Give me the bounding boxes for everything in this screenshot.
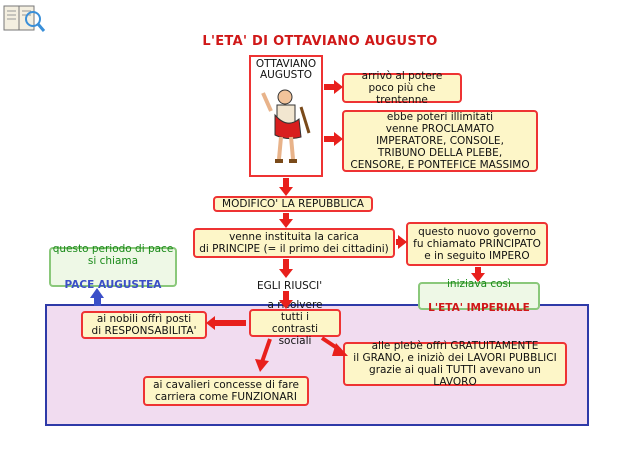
portrait-label: OTTAVIANO AUGUSTO [255,58,317,81]
box-arrivo-potere: arrivò al potere poco più che trentenne [342,70,462,106]
pace-name: PACE AUGUSTEA [64,279,162,291]
arrow-to-egli-riusci [279,259,293,278]
pace-text: questo periodo di pace si chiama [52,243,174,267]
book-icon[interactable] [2,2,46,34]
arrow-to-plebe-head [332,343,348,356]
arrow-to-contrasti [279,291,293,309]
box-carica-principe: venne instituita la carica di PRINCIPE (… [193,228,395,258]
arrow-to-pace [90,288,104,306]
box-nobili: ai nobili offrì posti di RESPONSABILITA' [81,311,207,339]
arrow-to-potere [324,80,343,94]
imperiale-name: L'ETA' IMPERIALE [428,302,530,314]
arrow-to-cavalieri-head [255,359,269,372]
arrow-to-imperiale [471,267,485,282]
box-poteri-illimitati: ebbe poteri illimitati venne PROCLAMATO … [342,110,538,172]
page-title: L'ETA' DI OTTAVIANO AUGUSTO [202,34,438,49]
arrow-to-poteri [324,132,343,146]
augustus-figure-icon [261,89,311,163]
box-cavalieri: ai cavalieri concesse di fare carriera c… [143,376,309,406]
arrow-to-repubblica [279,178,293,196]
arrow-to-nobili [206,316,246,330]
box-principato: questo nuovo governo fu chiamato PRINCIP… [406,222,548,266]
arrow-to-principe [279,213,293,228]
box-pace-augustea: questo periodo di pace si chiama PACE AU… [49,243,177,291]
portrait-frame: OTTAVIANO AUGUSTO [249,55,323,177]
arrow-to-cavalieri-line [260,338,272,363]
arrow-to-governo [396,235,407,249]
box-eta-imperiale: iniziava così L'ETA' IMPERIALE [418,278,540,314]
imperiale-text: iniziava così [447,278,511,290]
box-modifico-repubblica: MODIFICO' LA REPUBBLICA [213,196,373,212]
box-plebe: alle plebè offrì GRATUITAMENTE il GRANO,… [343,340,567,388]
label-egli-riusci: EGLI RIUSCI' [257,280,323,292]
